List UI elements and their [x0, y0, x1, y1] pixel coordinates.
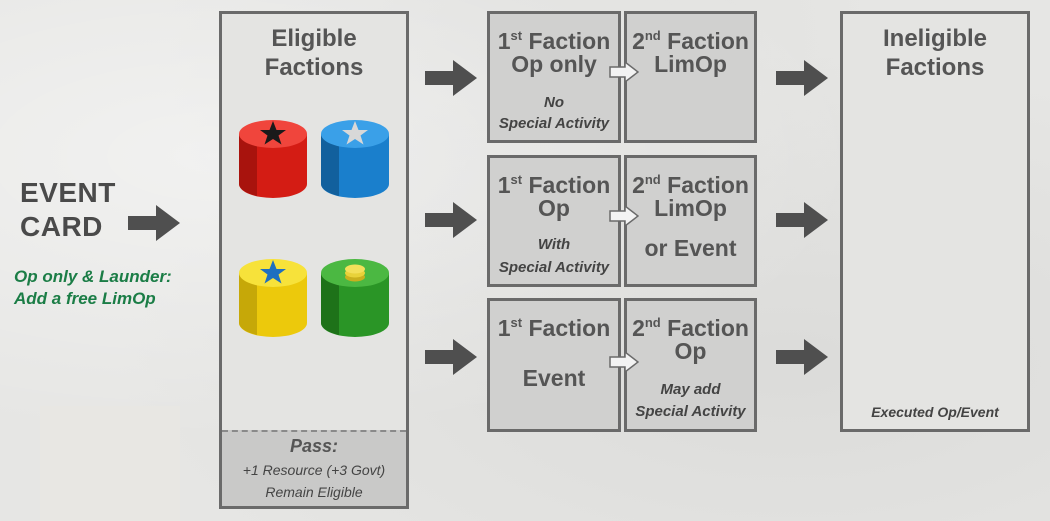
ineligible-title-line1: Ineligible: [882, 25, 987, 52]
eligible-factions-box: Eligible Factions Pass: +1 Resource (+3 …: [219, 11, 409, 509]
row1-first-note1: No: [544, 94, 564, 111]
row3-entry-arrow-icon: [425, 339, 477, 375]
event-card-line1: EVENT: [20, 177, 116, 208]
row3-exit-arrow-icon: [776, 339, 828, 375]
event-card-line2: CARD: [20, 211, 103, 242]
row2-exit-arrow-icon: [776, 202, 828, 238]
launder-note: Op only & Launder: Add a free LimOp: [14, 266, 214, 310]
row2-first-note2: Special Activity: [498, 259, 610, 276]
row3-first-faction-box: 1st Faction Event: [487, 298, 621, 432]
row1-first-action: Op only: [511, 51, 597, 77]
row3-second-title: 2nd Faction: [632, 315, 749, 341]
row3-second-note1: May add: [660, 381, 721, 398]
pass-line1: +1 Resource (+3 Govt): [242, 462, 386, 478]
blank-card-area: [40, 406, 180, 521]
ineligible-title-line2: Factions: [885, 54, 985, 81]
row1-first-title: 1st Faction: [497, 28, 611, 54]
row2-second-title: 2nd Faction: [632, 172, 749, 198]
row2-second-action-alt: or Event: [644, 235, 737, 261]
eligible-factions-title: Eligible Factions: [222, 24, 406, 82]
row3-first-action: Event: [522, 365, 586, 391]
event-to-eligible-arrow-icon: [128, 205, 180, 241]
row3-second-action: Op: [674, 338, 707, 364]
eligible-title-line1: Eligible: [271, 25, 357, 52]
row2-first-faction-box: 1st Faction Op With Special Activity: [487, 155, 621, 287]
event-card-label: EVENT CARD: [20, 176, 116, 244]
row1-exit-arrow-icon: [776, 60, 828, 96]
eligible-title-line2: Factions: [264, 54, 364, 81]
row3-first-title: 1st Faction: [497, 315, 611, 341]
launder-note-line1: Op only & Launder:: [14, 267, 172, 286]
row2-entry-arrow-icon: [425, 202, 477, 238]
yellow-faction-cylinder-icon: [239, 259, 307, 337]
row2-handoff-arrow-icon: [609, 205, 639, 227]
green-faction-cylinder-icon: [321, 259, 389, 337]
row1-handoff-arrow-icon: [609, 61, 639, 83]
row3-handoff-arrow-icon: [609, 351, 639, 373]
row1-first-note2: Special Activity: [498, 115, 610, 132]
row1-second-faction-box: 2nd Faction LimOp: [624, 11, 757, 143]
red-faction-cylinder-icon: [239, 120, 307, 198]
row2-first-note1: With: [537, 236, 571, 253]
ineligible-factions-title: Ineligible Factions: [843, 24, 1027, 82]
pass-line2: Remain Eligible: [265, 484, 363, 500]
row1-entry-arrow-icon: [425, 60, 477, 96]
row2-first-action: Op: [538, 195, 570, 221]
blue-faction-cylinder-icon: [321, 120, 389, 198]
ineligible-footer: Executed Op/Event: [871, 404, 999, 420]
row1-second-title: 2nd Faction: [632, 28, 749, 54]
row3-second-faction-box: 2nd Faction Op May add Special Activity: [624, 298, 757, 432]
row1-first-faction-box: 1st Faction Op only No Special Activity: [487, 11, 621, 143]
pass-title: Pass:: [289, 436, 339, 456]
launder-note-line2: Add a free LimOp: [14, 289, 156, 308]
row2-first-title: 1st Faction: [497, 172, 611, 198]
row1-second-action: LimOp: [654, 51, 727, 77]
ineligible-factions-box: Ineligible Factions Executed Op/Event: [840, 11, 1030, 432]
row2-second-action: LimOp: [654, 195, 727, 221]
row3-second-note2: Special Activity: [635, 403, 746, 420]
row2-second-faction-box: 2nd Faction LimOp or Event: [624, 155, 757, 287]
pass-area: Pass: +1 Resource (+3 Govt) Remain Eligi…: [222, 430, 406, 506]
